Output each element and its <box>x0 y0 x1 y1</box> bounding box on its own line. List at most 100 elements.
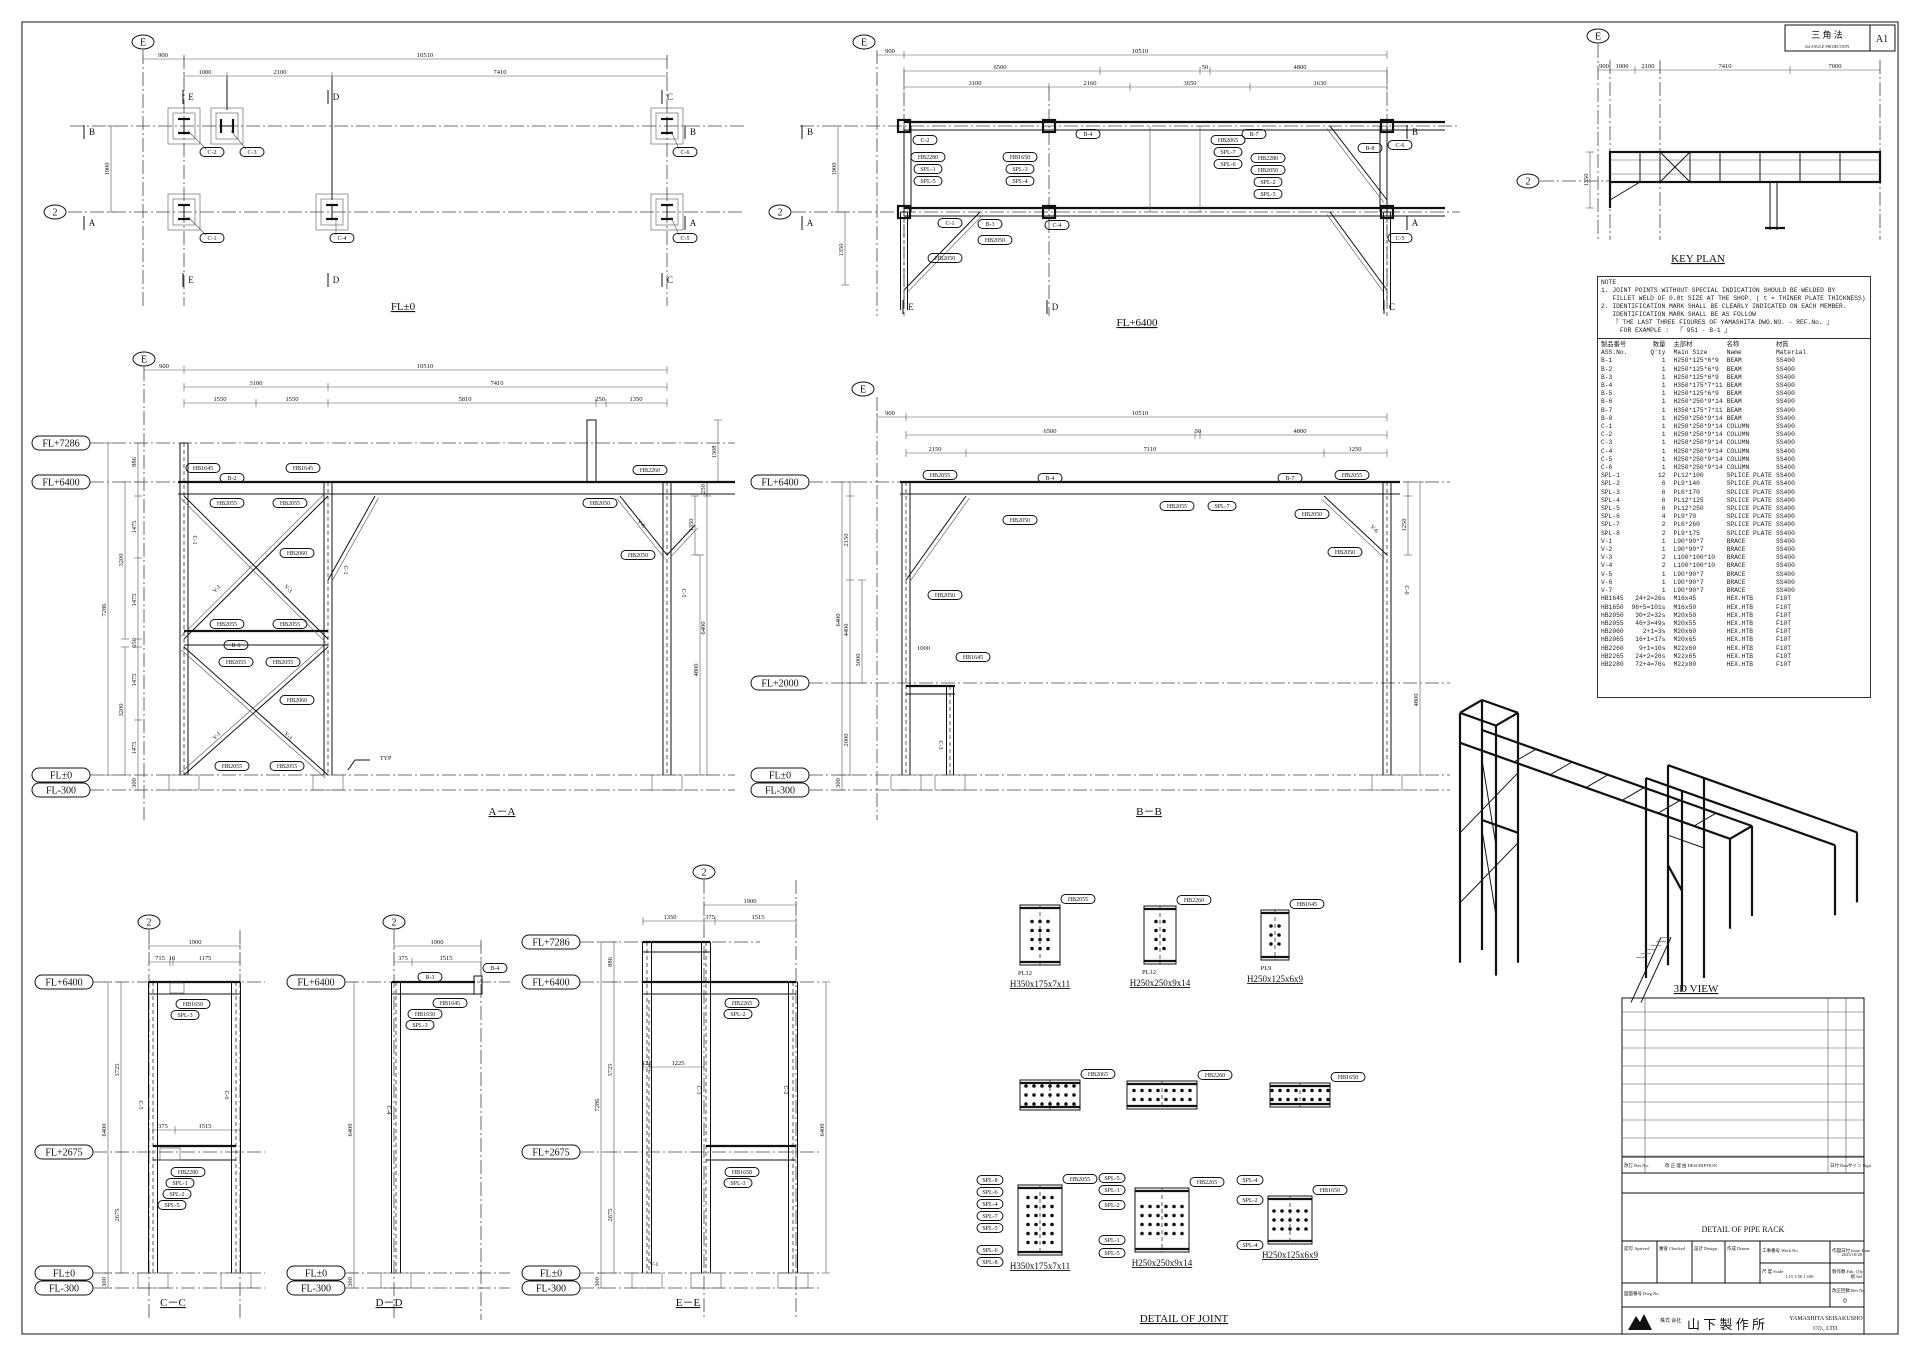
cell: PL9*140 <box>1673 480 1700 488</box>
cell: 製品番号 <box>1601 341 1627 348</box>
bolt-hole <box>1296 1209 1300 1213</box>
bolt-hole <box>1188 1097 1192 1102</box>
company-name-jp: 山 下 製 作 所 <box>1687 1317 1765 1332</box>
cell: HB2260 <box>1601 644 1624 652</box>
model-stair <box>1640 937 1672 1003</box>
base-pedestal <box>631 1272 663 1289</box>
bolt-mark-label: HB2055 <box>277 764 297 770</box>
splice-mark-label: SPL-3 <box>730 1181 745 1187</box>
bolt-mark-label: HB2055 <box>1070 1177 1090 1183</box>
bolt-hole <box>1296 1227 1300 1231</box>
cell: SS400 <box>1775 464 1795 472</box>
cell: V-7 <box>1601 587 1613 595</box>
dimension-text: 1000 <box>917 645 930 652</box>
sheet-size: A1 <box>1876 34 1888 45</box>
bolt-hole <box>1050 1204 1054 1209</box>
dimension-text: 1900 <box>189 939 202 946</box>
dimension-text: 2675 <box>607 1209 614 1222</box>
cell: L90*90*7 <box>1673 587 1704 595</box>
grid-bubble <box>382 914 406 930</box>
bolt-mark-label: HB1650 <box>1320 1188 1340 1194</box>
cell: C-4 <box>1601 447 1613 455</box>
bolt-hole <box>1318 1088 1322 1093</box>
beam-mark-label: B-3 <box>426 975 435 981</box>
bolt-hole <box>1046 937 1050 942</box>
bolt-hole <box>1026 1222 1030 1227</box>
bolt-hole <box>1296 1218 1300 1222</box>
cell: SS400 <box>1775 414 1795 422</box>
projection-label-en: 3rd ANGLE PROJECTION <box>1805 44 1850 49</box>
title-block-label: 製作数 Fab. Q'ty <box>1832 1268 1864 1275</box>
cell: SS400 <box>1775 423 1795 431</box>
bolt-mark-bubble <box>724 1167 760 1177</box>
cell: C-1 <box>1601 423 1613 431</box>
column-mark-label: C-3 <box>248 150 257 156</box>
brace <box>183 646 329 776</box>
bolt-mark-bubble <box>1327 547 1363 557</box>
bolt-hole <box>1026 1240 1030 1245</box>
bolt-mark-bubble <box>955 652 991 662</box>
dimension-text: 375 <box>158 1123 168 1130</box>
cell: 2 <box>1661 521 1666 529</box>
cell: Q'ty <box>1650 349 1666 357</box>
notes-and-parts-list: NOTE 1. JOINT POINTS WITHOUT SPECIAL IND… <box>1597 276 1871 698</box>
cell: SS400 <box>1775 357 1795 365</box>
bolt-hole <box>1140 1204 1144 1209</box>
cell: H250*250*9*14 <box>1673 464 1723 472</box>
cell: M22x80 <box>1673 660 1697 668</box>
base-pedestal <box>690 1272 722 1289</box>
bolt-hole <box>1288 1227 1292 1231</box>
column-mark-label: C-2 <box>921 138 930 144</box>
column-mark-label: C-5 <box>681 236 690 242</box>
cell: SS400 <box>1775 390 1795 398</box>
bolt-mark-bubble <box>922 470 958 480</box>
bolt-mark-label: HB1645 <box>293 466 313 472</box>
bolt-mark-bubble <box>1330 1072 1366 1082</box>
bolt-hole <box>1034 1195 1038 1200</box>
cell: BEAM <box>1726 365 1742 373</box>
splice-mark-bubble <box>1253 189 1283 199</box>
cell: 1 <box>1661 537 1666 545</box>
dimension-text: 1000 <box>199 69 212 76</box>
bolt-hole <box>1030 946 1034 951</box>
splice-mark-bubble <box>976 1199 1004 1209</box>
column-mark-label: C-1 <box>946 221 955 227</box>
section-marker-label: C <box>667 275 673 285</box>
bolt-hole <box>1034 1204 1038 1209</box>
dimension-text: 1308 <box>711 446 718 459</box>
bolt-hole <box>1038 946 1042 951</box>
column-mark-label: C-6 <box>1396 143 1405 149</box>
dimension-text: 1475 <box>131 521 138 534</box>
model-member <box>1667 834 1705 849</box>
column-mark-label: C-5 <box>1396 236 1405 242</box>
cell: 1 <box>1661 423 1666 431</box>
dimension-text: 900 <box>1599 63 1609 70</box>
model-member <box>1549 761 1573 776</box>
bolt-hole <box>1162 937 1166 942</box>
bolt-mark-label: HB1650 <box>1010 155 1030 161</box>
cell: BEAM <box>1726 406 1742 414</box>
key-plan-brace <box>1659 151 1691 183</box>
cell: 6 <box>1661 480 1666 488</box>
splice-mark-label: SPL-5 <box>982 1226 997 1232</box>
cell: H250*125*6*9 <box>1673 365 1719 373</box>
dimension-text: 4400 <box>843 624 850 637</box>
cell: 1 <box>1661 447 1666 455</box>
model-member <box>1459 842 1519 904</box>
splice-mark-label: SPL-4 <box>982 1202 997 1208</box>
grid-label: 2 <box>1526 177 1531 188</box>
bolt-hole <box>1072 1102 1076 1106</box>
bolt-mark-label: HB2050 <box>628 553 648 559</box>
cell: C-2 <box>1601 431 1613 439</box>
bolt-mark-label: HB2055 <box>273 660 293 666</box>
bolt-mark-bubble <box>218 657 254 667</box>
brace-leg <box>180 492 326 637</box>
cell: SPL-3 <box>1601 488 1620 496</box>
dimension-text: 50 <box>1195 428 1202 435</box>
cell: SS400 <box>1775 439 1795 447</box>
bolt-mark-label: HB2260 <box>1184 898 1204 904</box>
